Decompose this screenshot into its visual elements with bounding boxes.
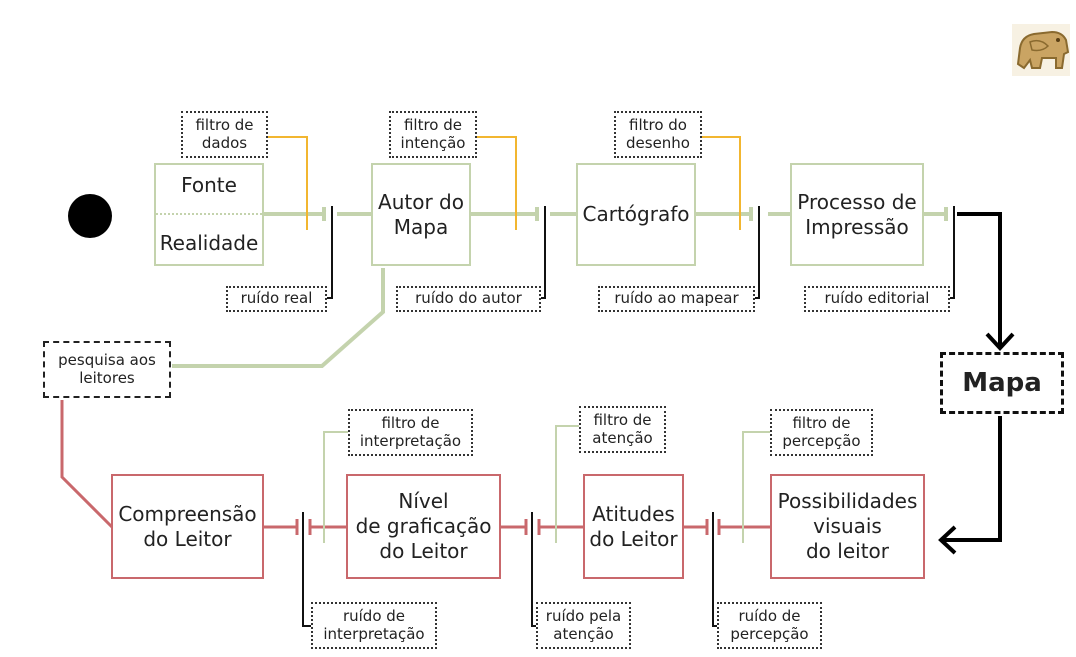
cartographer-box: Cartógrafo	[576, 163, 696, 266]
editorial-noise-label: ruído editorial	[804, 286, 950, 312]
reader-survey-label: pesquisa aos leitores	[43, 341, 171, 398]
source-divider	[156, 213, 262, 216]
interpretation-noise-label: ruído de interpretação	[311, 602, 437, 649]
black-circle-icon	[68, 194, 112, 238]
data-filter-label: filtro de dados	[181, 111, 268, 158]
top-flow-lines	[172, 207, 948, 368]
bottom-noise-lines	[302, 512, 718, 627]
intention-filter-label: filtro de intenção	[389, 111, 477, 158]
bear-logo-icon	[1012, 24, 1070, 76]
bottom-filter-lines	[323, 425, 771, 543]
map-author-box: Autor do Mapa	[371, 163, 471, 266]
perception-filter-label: filtro de percepção	[770, 409, 873, 456]
reader-comprehension-box: Compreensão do Leitor	[111, 474, 264, 579]
source-reality-box: Fonte Realidade	[154, 163, 264, 266]
bottom-flow-lines	[60, 400, 771, 535]
map-box: Mapa	[940, 352, 1064, 414]
reality-label: Realidade	[159, 231, 259, 256]
real-noise-label: ruído real	[226, 286, 327, 312]
drawing-filter-label: filtro do desenho	[614, 111, 702, 158]
mapping-noise-label: ruído ao mapear	[598, 286, 755, 312]
top-noise-lines	[326, 206, 955, 299]
reader-attitudes-box: Atitudes do Leitor	[583, 474, 684, 579]
map-arrows	[938, 212, 1015, 555]
printing-process-box: Processo de Impressão	[790, 163, 924, 266]
interpretation-filter-label: filtro de interpretação	[348, 409, 473, 456]
attention-noise-label: ruído pela atenção	[536, 602, 631, 649]
perception-noise-label: ruído de percepção	[717, 602, 822, 649]
author-noise-label: ruído do autor	[396, 286, 541, 312]
source-label: Fonte	[181, 172, 237, 197]
reader-graphication-box: Nível de graficação do Leitor	[346, 474, 501, 579]
reader-visual-possibilities-box: Possibilidades visuais do leitor	[770, 474, 925, 579]
attention-filter-label: filtro de atenção	[579, 406, 666, 453]
top-filter-lines	[267, 136, 741, 230]
